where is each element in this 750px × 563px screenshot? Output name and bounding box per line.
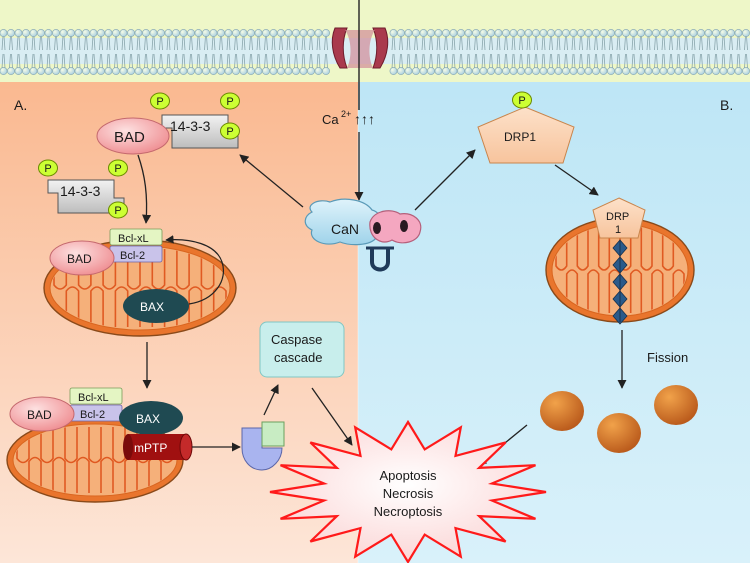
mito1-proteins: Bcl-xL Bcl-2 BAD BAX [49, 228, 224, 323]
mito1-bcl2-label: Bcl-2 [120, 250, 145, 262]
caspase-line2: cascade [274, 350, 322, 365]
14-3-3-free-label: 14-3-3 [60, 183, 101, 199]
fission-label: Fission [647, 350, 688, 365]
mito2-bad-label: BAD [27, 408, 52, 422]
cell-death-text: Apoptosis Necrosis Necroptosis [374, 468, 443, 519]
svg-text:2+: 2+ [341, 109, 351, 119]
caspase-line1: Caspase [271, 332, 322, 347]
can-to-drp1-arrow [414, 149, 476, 211]
fragment-2 [597, 413, 641, 453]
mito1-bax-label: BAX [140, 300, 164, 314]
phosphate-group-drp1: P [512, 91, 532, 109]
cell-membrane [0, 29, 750, 75]
mito2-proteins: Bcl-xL Bcl-2 BAD BAX mPTP [9, 387, 193, 461]
mito1-bad-label: BAD [67, 252, 92, 266]
necrosis-label: Necrosis [383, 486, 434, 501]
fragment-3 [654, 385, 698, 425]
drp1-mito-bound: DRP 1 [592, 197, 646, 239]
cell-death-burst [269, 419, 547, 563]
can-label: CaN [331, 221, 359, 237]
necroptosis-label: Necroptosis [374, 504, 443, 519]
caspase-cascade-box: Caspase cascade [259, 321, 345, 378]
panel-a-label: A. [14, 97, 27, 113]
mito2-bcl2-label: Bcl-2 [80, 409, 105, 421]
svg-text:Ca: Ca [322, 112, 339, 127]
14-3-3-free: 14-3-3 [47, 179, 125, 214]
svg-text:↑↑↑: ↑↑↑ [354, 111, 375, 127]
14-3-3-top-label: 14-3-3 [170, 118, 211, 134]
phosphate-group-top: P P P [150, 92, 240, 140]
panel-b-label: B. [720, 97, 733, 113]
to-caspase-arrow [263, 384, 279, 416]
drp-bound-line1: DRP [606, 211, 629, 223]
mito2-bclxl-label: Bcl-xL [78, 392, 109, 404]
caspase-to-death-arrow [311, 387, 353, 446]
svg-text:P: P [226, 96, 233, 108]
can-to-bad-arrow [239, 154, 304, 208]
cytochrome-c-shape [241, 421, 285, 471]
phosphate-group-free: P P P [38, 159, 128, 219]
mptp-label: mPTP [134, 441, 167, 455]
drp-bound-line2: 1 [615, 224, 621, 236]
drp1-label: DRP1 [504, 130, 536, 144]
drp1-constriction-ring [612, 239, 628, 325]
svg-text:P: P [226, 126, 233, 138]
calcium-channel [331, 0, 389, 110]
fragment-1 [540, 391, 584, 431]
mito2-bax-label: BAX [136, 412, 160, 426]
svg-text:P: P [156, 96, 163, 108]
calcineurin-complex: CaN [304, 198, 422, 272]
svg-text:P: P [44, 163, 51, 175]
drp1-translocation-arrow [554, 164, 599, 196]
bad-release-arrow [137, 154, 152, 224]
mitochondrial-fragments [540, 385, 698, 453]
bad-14-3-3-complex: 14-3-3 BAD [96, 114, 239, 155]
bad-top-label: BAD [114, 129, 145, 146]
bax-bcl-loop-arrow [165, 235, 224, 305]
mito1-bclxl-label: Bcl-xL [118, 233, 149, 245]
svg-text:P: P [518, 95, 525, 107]
svg-text:P: P [114, 163, 121, 175]
svg-text:P: P [114, 205, 121, 217]
drp1-phosphorylated: DRP1 [477, 106, 575, 164]
calcium-increase-label: Ca 2+ ↑↑↑ [322, 109, 375, 127]
apoptosis-label: Apoptosis [379, 468, 437, 483]
